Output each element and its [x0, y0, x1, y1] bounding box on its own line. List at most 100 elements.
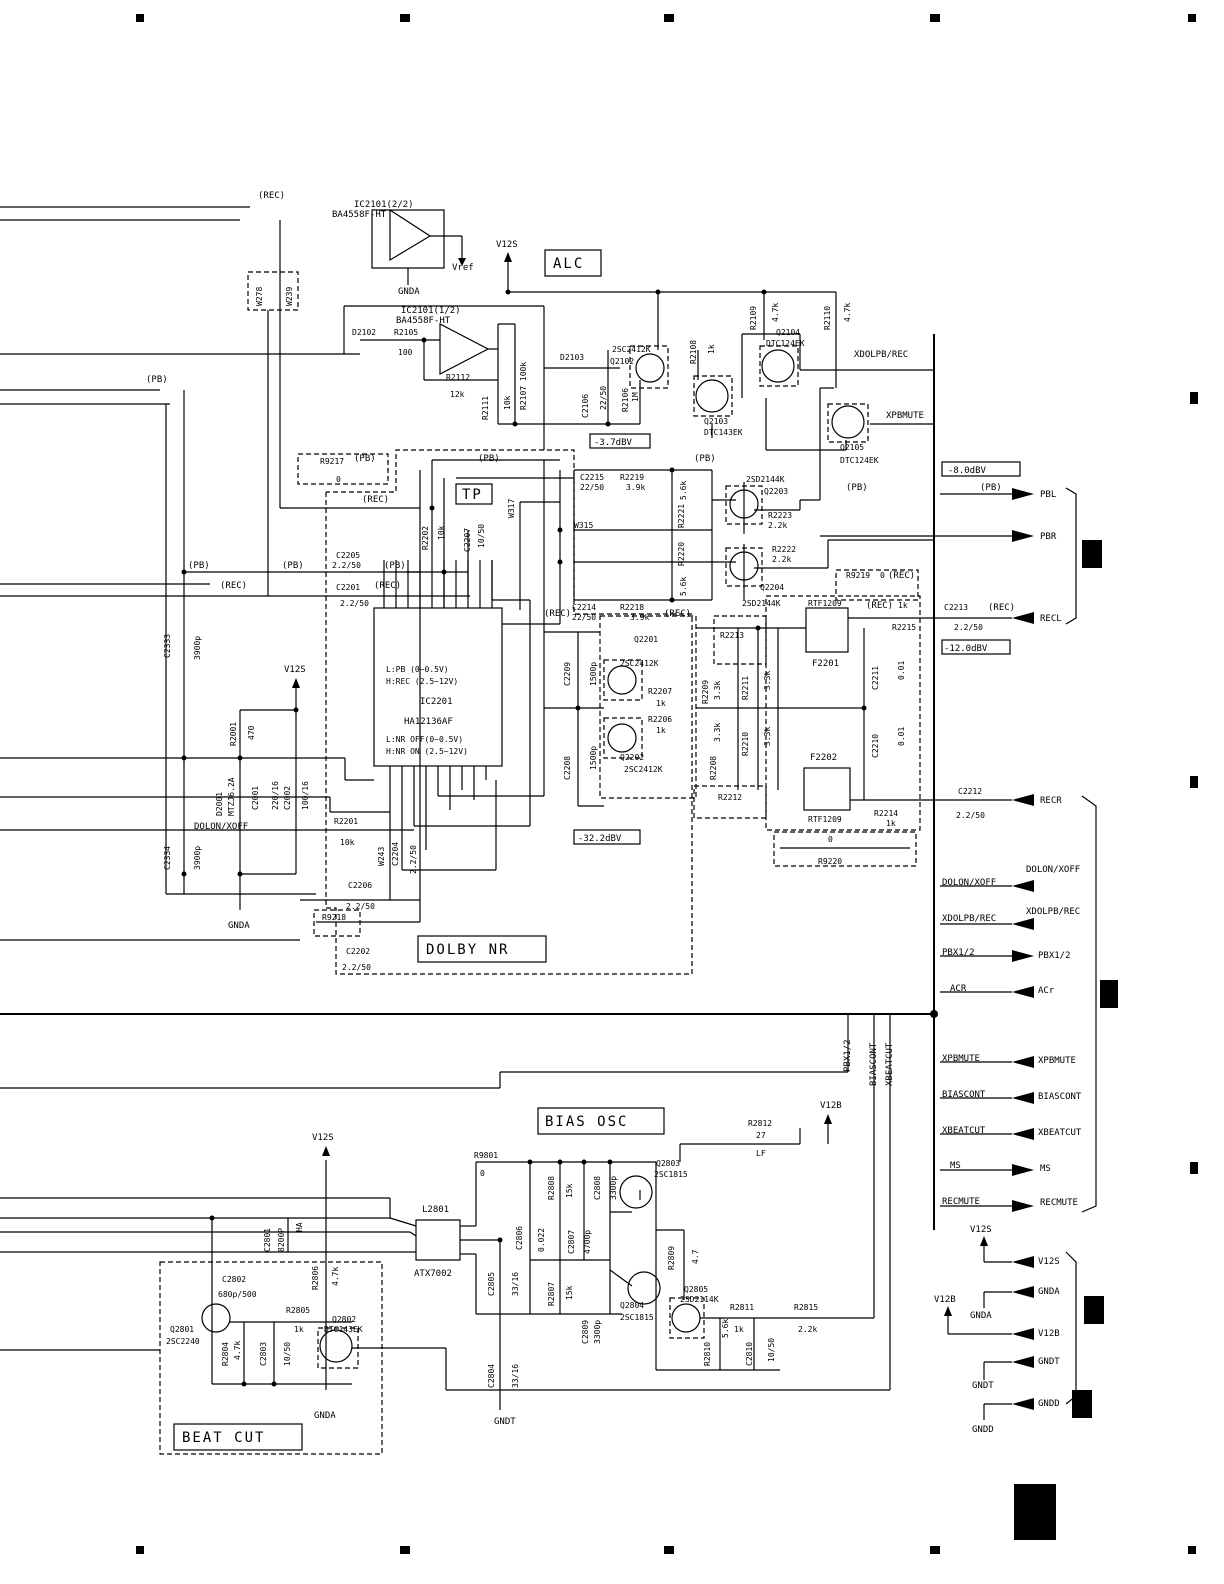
- c2805-value: 33/16: [511, 1272, 520, 1296]
- conn-biascont: BIASCONT: [1038, 1092, 1082, 1102]
- bus-xdolpb-rec: XDOLPB/REC: [942, 914, 996, 924]
- r2807-label: R2807: [547, 1282, 556, 1306]
- r2815-value: 2.2k: [798, 1325, 817, 1334]
- c2204-label: C2204: [391, 842, 400, 866]
- gnda-label-1: GNDA: [398, 287, 420, 297]
- dolby-nr-region: [247, 271, 693, 975]
- c2808-label: C2808: [593, 1176, 602, 1200]
- c2809-label: C2809: [581, 1320, 590, 1344]
- r2222-label: R2222: [772, 545, 796, 554]
- c2333-value: 3900p: [193, 636, 202, 660]
- rec-tag-1: (REC): [258, 191, 285, 201]
- pb-tag-7: (PB): [188, 561, 210, 571]
- q2104-part: DTC124EK: [766, 339, 805, 348]
- beat-cut-region: [159, 1160, 383, 1455]
- bus-xbeatcut: XBEATCUT: [942, 1126, 986, 1136]
- c2202-label: C2202: [346, 947, 370, 956]
- tp-label: TP: [462, 487, 483, 503]
- c2214-label: C2214: [572, 603, 596, 612]
- level-box-2: [941, 461, 1021, 477]
- conn-ms: MS: [1040, 1164, 1051, 1174]
- v12s-label-3: V12S: [312, 1133, 334, 1143]
- ic2201-note4: H:NR ON (2.5~12V): [386, 747, 468, 756]
- conn-pbr: PBR: [1040, 532, 1057, 542]
- rec-tag-4: (REC): [374, 581, 401, 591]
- conn-gndd: GNDD: [1038, 1399, 1060, 1409]
- r2202-value: 10k: [437, 525, 446, 540]
- gndt-label-1: GNDT: [494, 1417, 516, 1427]
- r2223-value: 2.2k: [768, 521, 787, 530]
- rec-tag-6: (REC): [664, 609, 691, 619]
- q2204-part: 2SD2144K: [742, 599, 781, 608]
- conn-pbl: PBL: [1040, 490, 1056, 500]
- r2215-value: 1k: [898, 601, 908, 610]
- r2208-value: 3.3k: [713, 723, 722, 742]
- c2212-label: C2212: [958, 787, 982, 796]
- dolby-wiring: [165, 220, 934, 923]
- r9217-value: 0: [336, 475, 341, 484]
- c2206-value: 2.2/50: [346, 902, 375, 911]
- c2804-value: 33/16: [511, 1364, 520, 1388]
- conn-acr: ACr: [1038, 986, 1055, 996]
- c2207-value: 10/50: [477, 524, 486, 548]
- r2812-label: R2812: [748, 1119, 772, 1128]
- r2214-value: 1k: [886, 819, 896, 828]
- c2209-label: C2209: [563, 662, 572, 686]
- r2805-value: 1k: [294, 1325, 304, 1334]
- r2806-value: 4.7k: [331, 1267, 340, 1286]
- c2001-label: C2001: [251, 786, 260, 810]
- conn-v12b: V12B: [1038, 1329, 1060, 1339]
- r2209-label: R2209: [701, 680, 710, 704]
- q2804-part: 2SC1815: [620, 1313, 654, 1322]
- r2109-label: R2109: [749, 306, 758, 330]
- c2806-label: C2806: [515, 1226, 524, 1250]
- l2801-part: ATX7002: [414, 1269, 452, 1279]
- ic2201-note2: H:REC (2.5~12V): [386, 677, 458, 686]
- r2211-value: 3.3k: [763, 671, 772, 690]
- beat-cut-box: [173, 1423, 303, 1451]
- rec-tag-5: (REC): [544, 609, 571, 619]
- rec-tag-2: (REC): [362, 495, 389, 505]
- vertical-biascont: BIASCONT: [869, 1042, 879, 1086]
- r2214-label: R2214: [874, 809, 898, 818]
- c2810-value: 10/50: [767, 1338, 776, 1362]
- q2202-part: 2SC2412K: [624, 765, 663, 774]
- c2202-value: 2.2/50: [342, 963, 371, 972]
- r2105-label: R2105: [394, 328, 418, 337]
- c2801-type: HA: [295, 1222, 304, 1232]
- ic2201-note3: L:NR OFF(0~0.5V): [386, 735, 463, 744]
- r2112-label: R2112: [446, 373, 470, 382]
- pb-tag-9: (PB): [384, 561, 406, 571]
- bus-xpbmute: XPBMUTE: [942, 1054, 980, 1064]
- r2207-value: 1k: [656, 699, 666, 708]
- q2802-label: Q2802: [332, 1315, 356, 1324]
- rec-tag-3: (REC): [220, 581, 247, 591]
- r2218-label: R2218: [620, 603, 644, 612]
- c2805-label: C2805: [487, 1272, 496, 1296]
- c2206-label: C2206: [348, 881, 372, 890]
- r2805-label: R2805: [286, 1306, 310, 1315]
- w317-label: W317: [507, 499, 516, 518]
- q2102-part: 2SC2412K: [612, 345, 651, 354]
- c2213-value: 2.2/50: [954, 623, 983, 632]
- alc-wires: [504, 252, 934, 500]
- c2210-value: 0.01: [897, 727, 906, 746]
- conn-dolon-xoff: DOLON/XOFF: [1026, 865, 1080, 875]
- d2001-label: D2001: [215, 792, 224, 816]
- r2221-label: R2221: [677, 504, 686, 528]
- v12b-label-1: V12B: [820, 1101, 842, 1111]
- c2204-value: 2.2/50: [409, 845, 418, 874]
- bias-osc-label: BIAS OSC: [545, 1114, 628, 1130]
- q2803-part: 2SC1815: [654, 1170, 688, 1179]
- ic2101a-ref: IC2101(2/2): [354, 200, 414, 210]
- r2107-label: R2107 100k: [519, 362, 528, 410]
- c2803-label: C2803: [259, 1342, 268, 1366]
- q2804-label: Q2804: [620, 1301, 644, 1310]
- alc-transistors: [629, 345, 869, 443]
- power-arrows: [292, 678, 988, 1316]
- pb-tag-2: (PB): [354, 454, 376, 464]
- r2804-value: 4.7k: [233, 1341, 242, 1360]
- ic2201-part: HA12136AF: [404, 717, 453, 727]
- ic2101-1-opamp: [343, 305, 640, 450]
- r2815-label: R2815: [794, 1303, 818, 1312]
